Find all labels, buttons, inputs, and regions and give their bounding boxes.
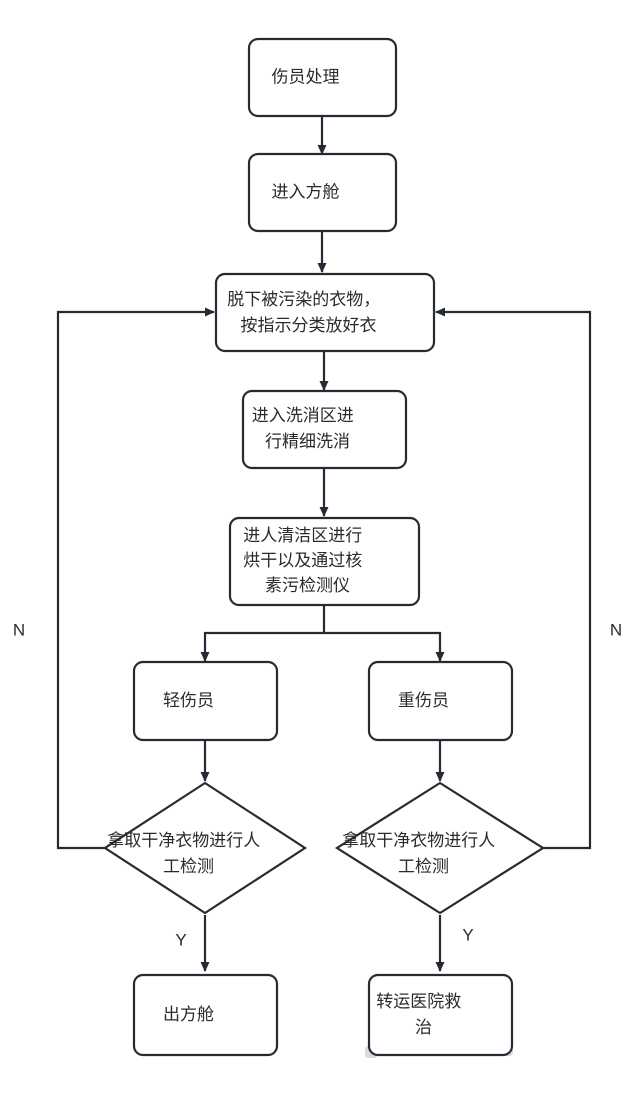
node-n9[interactable]: 拿取干净衣物进行人 工检测 <box>334 781 546 915</box>
node-n5[interactable]: 进人清洁区进行 烘干以及通过核 素污检测仪 <box>228 516 421 607</box>
edge-label-left-yes: Y <box>175 930 186 949</box>
node-n11-shape[interactable] <box>367 973 514 1057</box>
edge-n8-n3-loop <box>56 307 215 850</box>
node-n1[interactable]: 伤员处理 <box>247 37 398 118</box>
node-n2-label: 进入方舱 <box>271 183 372 202</box>
node-n6-shape[interactable] <box>132 660 279 742</box>
node-n3-shape[interactable] <box>214 272 436 353</box>
edge-label-right-no: N <box>610 620 622 639</box>
node-n4-label: 进入洗消区进 行精细洗消 <box>252 406 397 451</box>
node-n9-shape[interactable] <box>334 781 546 915</box>
node-n10-shape[interactable] <box>132 973 279 1057</box>
node-n11[interactable]: 转运医院救 治 <box>365 973 514 1058</box>
node-n5-shape[interactable] <box>228 516 421 607</box>
edge-n9-n3-loop <box>435 307 592 850</box>
node-n8-label: 拿取干净衣物进行人 工检测 <box>107 830 303 876</box>
node-n3[interactable]: 脱下被污染的衣物， 按指示分类放好衣 <box>214 272 436 353</box>
edge-label-left-no: N <box>13 620 25 639</box>
node-layer: 伤员处理 进入方舱 脱下被污染的衣物， 按指示分类放好衣 进入洗消区进 行精细洗… <box>102 37 546 1058</box>
node-n8[interactable]: 拿取干净衣物进行人 工检测 <box>102 781 308 915</box>
node-n4-shape[interactable] <box>241 389 408 470</box>
edge-layer <box>56 116 592 972</box>
node-n10-label: 出方舱 <box>163 1005 247 1024</box>
node-n10[interactable]: 出方舱 <box>132 973 279 1057</box>
node-n5-label: 进人清洁区进行 烘干以及通过核 素污检测仪 <box>243 526 405 595</box>
node-n1-shape[interactable] <box>247 37 398 118</box>
node-n1-label: 伤员处理 <box>271 68 372 87</box>
node-n2-shape[interactable] <box>247 152 398 233</box>
node-n7-shape[interactable] <box>367 660 514 742</box>
node-n4[interactable]: 进入洗消区进 行精细洗消 <box>241 389 408 470</box>
node-n6[interactable]: 轻伤员 <box>132 660 279 742</box>
node-n7-label: 重伤员 <box>398 691 482 710</box>
edge-n5-n6 <box>200 631 324 662</box>
node-n9-label: 拿取干净衣物进行人 工检测 <box>342 830 538 876</box>
edge-n5-n7 <box>324 631 445 662</box>
node-n3-label: 脱下被污染的衣物， 按指示分类放好衣 <box>227 290 423 335</box>
node-n11-label: 转运医院救 治 <box>376 992 504 1037</box>
edge-label-layer: N N Y Y <box>13 620 622 949</box>
edge-label-right-yes: Y <box>462 925 473 944</box>
node-n8-shape[interactable] <box>102 781 308 915</box>
node-n7[interactable]: 重伤员 <box>367 660 514 742</box>
node-n2[interactable]: 进入方舱 <box>247 152 398 233</box>
node-n6-label: 轻伤员 <box>163 691 247 710</box>
